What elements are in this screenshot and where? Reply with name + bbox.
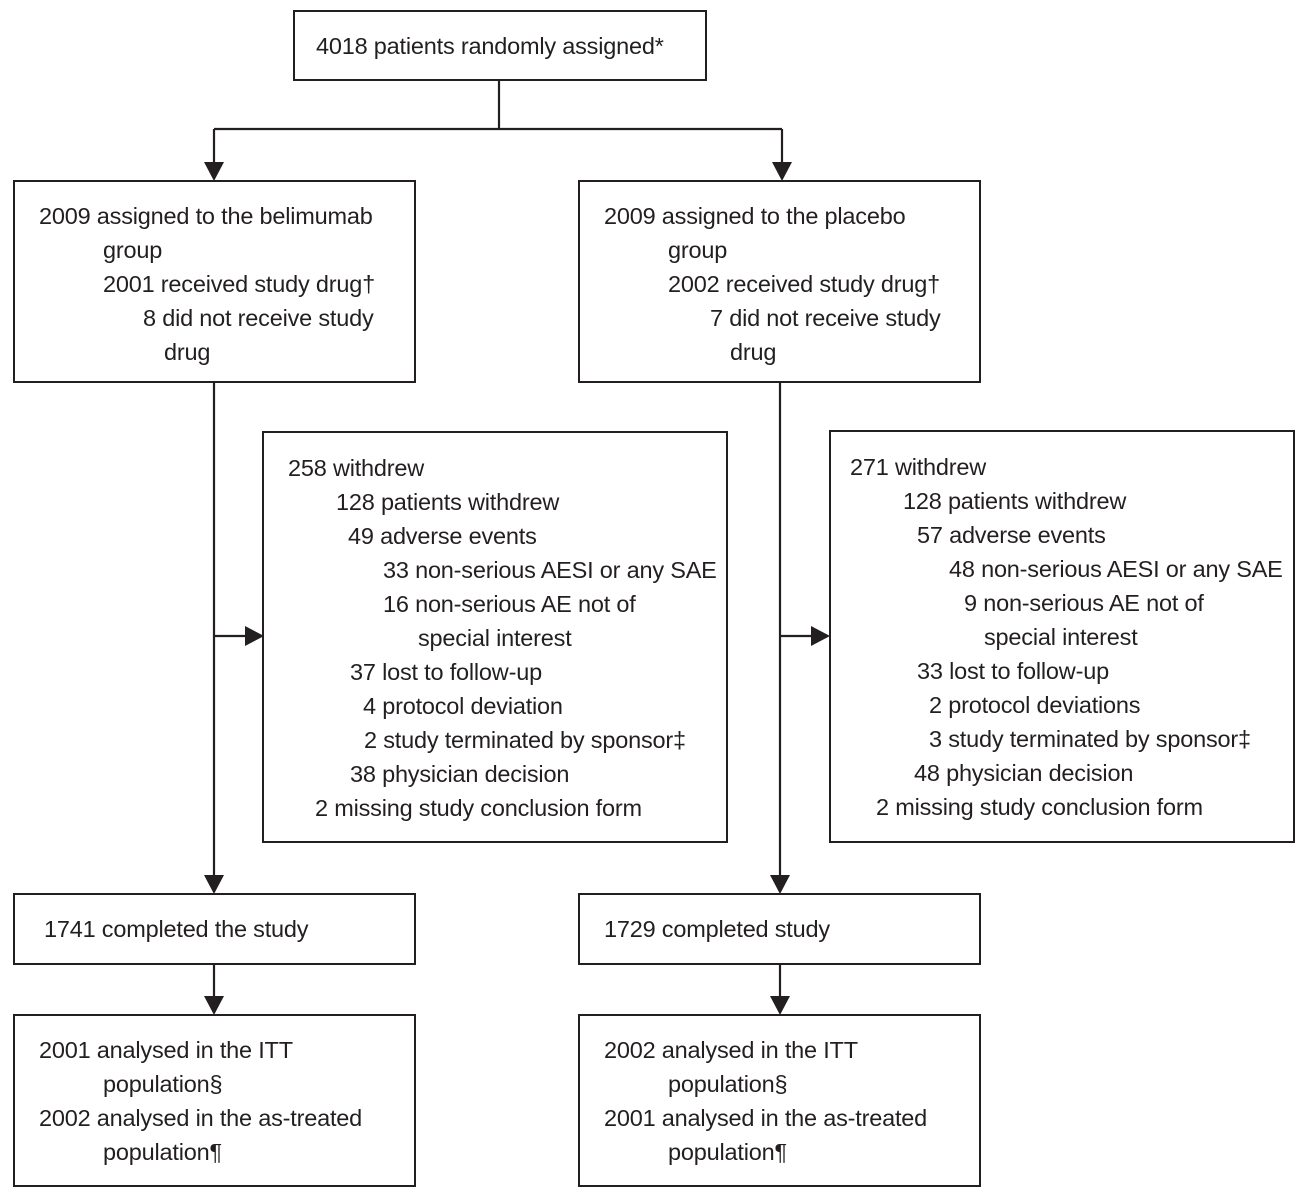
- belimumab-as-treated-text-cont: population¶: [103, 1139, 222, 1165]
- belimumab-withdrew-box: 258 withdrew 128 patients withdrew 49 ad…: [262, 431, 728, 843]
- belimumab-lost-follow-up: 37 lost to follow-up: [350, 659, 542, 685]
- belimumab-completed-text: 1741 completed the study: [44, 916, 309, 942]
- belimumab-adverse-events: 49 adverse events: [348, 523, 537, 549]
- belimumab-received-text: 2001 received study drug†: [103, 271, 375, 297]
- placebo-withdrew-total: 271 withdrew: [850, 454, 987, 480]
- placebo-ae-not-special-cont: special interest: [984, 624, 1138, 650]
- arrow-to-placebo-withdrew-icon: [811, 626, 830, 646]
- placebo-itt-text: 2002 analysed in the ITT: [604, 1037, 858, 1063]
- placebo-assigned-box: 2009 assigned to the placebo group 2002 …: [578, 180, 981, 383]
- belimumab-withdrew-total: 258 withdrew: [288, 455, 425, 481]
- placebo-completed-text: 1729 completed study: [604, 916, 830, 942]
- placebo-missing-form: 2 missing study conclusion form: [876, 794, 1203, 820]
- placebo-withdrew-box: 271 withdrew 128 patients withdrew 57 ad…: [829, 430, 1295, 843]
- placebo-itt-text-cont: population§: [668, 1071, 788, 1097]
- placebo-aesi-sae: 48 non-serious AESI or any SAE: [949, 556, 1283, 582]
- belimumab-not-received-text-cont: drug: [164, 339, 211, 365]
- arrow-to-belimumab-withdrew-icon: [245, 626, 264, 646]
- placebo-assigned-text-cont: group: [668, 237, 728, 263]
- placebo-not-received-text-cont: drug: [730, 339, 777, 365]
- placebo-sponsor-terminated: 3 study terminated by sponsor‡: [929, 726, 1251, 752]
- placebo-ae-not-special: 9 non-serious AE not of: [964, 590, 1204, 616]
- arrow-to-placebo-icon: [772, 162, 792, 181]
- placebo-not-received-text: 7 did not receive study: [710, 305, 941, 331]
- belimumab-analysis-box: 2001 analysed in the ITT population§ 200…: [13, 1014, 416, 1187]
- belimumab-ae-not-special: 16 non-serious AE not of: [383, 591, 636, 617]
- belimumab-completed-box: 1741 completed the study: [13, 893, 416, 965]
- randomised-box: 4018 patients randomly assigned*: [293, 10, 707, 81]
- arrow-to-placebo-analysis-icon: [770, 996, 790, 1015]
- arrow-to-belimumab-icon: [204, 162, 224, 181]
- belimumab-protocol-deviation: 4 protocol deviation: [363, 693, 563, 719]
- belimumab-assigned-text: 2009 assigned to the belimumab: [39, 203, 373, 229]
- placebo-protocol-deviations: 2 protocol deviations: [929, 692, 1141, 718]
- arrow-to-belimumab-completed-icon: [204, 875, 224, 894]
- belimumab-patients-withdrew: 128 patients withdrew: [336, 489, 560, 515]
- placebo-adverse-events: 57 adverse events: [917, 522, 1106, 548]
- belimumab-physician-decision: 38 physician decision: [350, 761, 570, 787]
- belimumab-itt-text: 2001 analysed in the ITT: [39, 1037, 293, 1063]
- belimumab-assigned-box: 2009 assigned to the belimumab group 200…: [13, 180, 416, 383]
- placebo-as-treated-text-cont: population¶: [668, 1139, 787, 1165]
- belimumab-aesi-sae: 33 non-serious AESI or any SAE: [383, 557, 717, 583]
- belimumab-ae-not-special-cont: special interest: [418, 625, 572, 651]
- randomised-text: 4018 patients randomly assigned*: [316, 33, 664, 59]
- belimumab-not-received-text: 8 did not receive study: [143, 305, 374, 331]
- placebo-completed-box: 1729 completed study: [578, 893, 981, 965]
- placebo-assigned-text: 2009 assigned to the placebo: [604, 203, 906, 229]
- belimumab-as-treated-text: 2002 analysed in the as-treated: [39, 1105, 363, 1131]
- arrow-to-placebo-completed-icon: [770, 875, 790, 894]
- belimumab-assigned-text-cont: group: [103, 237, 163, 263]
- belimumab-missing-form: 2 missing study conclusion form: [315, 795, 642, 821]
- placebo-physician-decision: 48 physician decision: [914, 760, 1134, 786]
- placebo-patients-withdrew: 128 patients withdrew: [903, 488, 1127, 514]
- belimumab-itt-text-cont: population§: [103, 1071, 223, 1097]
- placebo-received-text: 2002 received study drug†: [668, 271, 940, 297]
- placebo-lost-follow-up: 33 lost to follow-up: [917, 658, 1109, 684]
- belimumab-sponsor-terminated: 2 study terminated by sponsor‡: [364, 727, 686, 753]
- placebo-as-treated-text: 2001 analysed in the as-treated: [604, 1105, 928, 1131]
- arrow-to-belimumab-analysis-icon: [204, 996, 224, 1015]
- placebo-analysis-box: 2002 analysed in the ITT population§ 200…: [578, 1014, 981, 1187]
